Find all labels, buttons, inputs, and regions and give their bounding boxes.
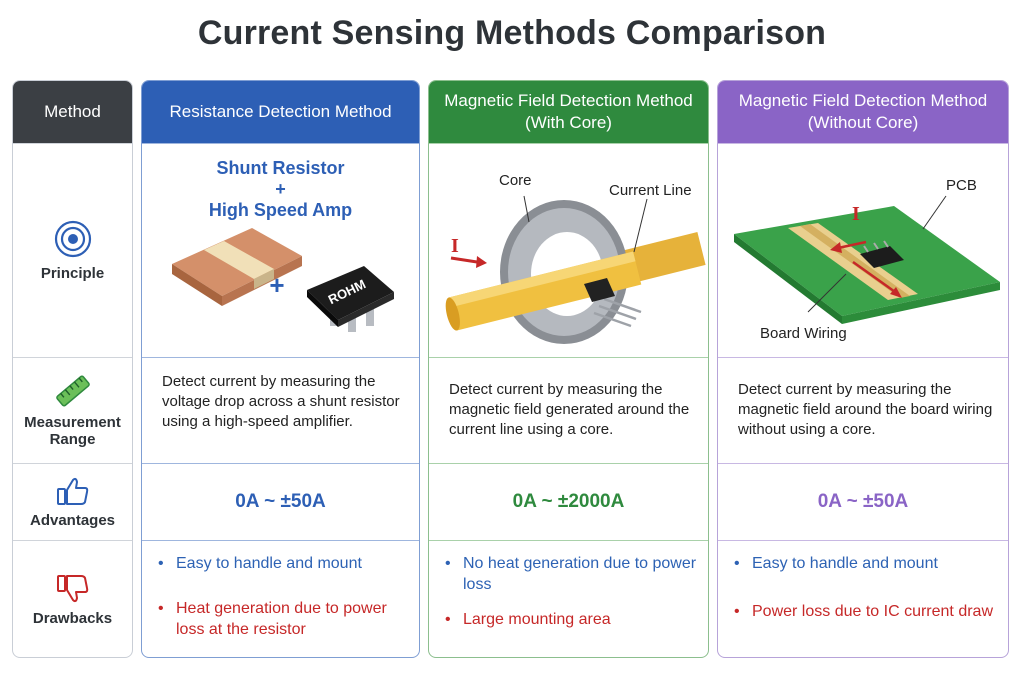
row-label-drawbacks: Drawbacks xyxy=(13,540,132,657)
column-header: Magnetic Field Detection Method (Without… xyxy=(718,81,1008,143)
principle-description: Detect current by measuring the magnetic… xyxy=(718,357,1008,463)
method-column: Method Principle Measurement Range Ad xyxy=(12,80,133,658)
advantage-item: Easy to handle and mount xyxy=(158,553,411,574)
column-magnetic-with-core: Magnetic Field Detection Method (With Co… xyxy=(428,80,709,658)
principle-illustration: I Core Current Line xyxy=(429,143,708,357)
current-symbol: I xyxy=(852,203,860,225)
drawbacks-cell: No heat generation due to power loss Lar… xyxy=(429,540,708,657)
shunt-title: Shunt Resistor + High Speed Amp xyxy=(208,158,353,220)
shunt-resistor-illustration: + ROHM xyxy=(172,228,394,332)
column-header: Resistance Detection Method xyxy=(142,81,419,143)
principle-illustration: Shunt Resistor + High Speed Amp + xyxy=(142,143,419,357)
drawbacks-cell: Easy to handle and mount Power loss due … xyxy=(718,540,1008,657)
principle-description: Detect current by measuring the voltage … xyxy=(142,357,419,463)
measurement-range-label: Measurement Range xyxy=(24,413,121,448)
drawbacks-label: Drawbacks xyxy=(32,609,113,627)
board-wiring-label: Board Wiring xyxy=(760,325,847,342)
measurement-range-value: 0A ~ ±50A xyxy=(718,463,1008,540)
advantage-item: No heat generation due to power loss xyxy=(445,553,700,595)
row-label-measurement-range: Measurement Range xyxy=(13,357,132,463)
row-label-advantages: Advantages xyxy=(13,463,132,540)
plus-sign: + xyxy=(269,270,284,300)
hall-sensor-image xyxy=(584,278,642,328)
measurement-range-value: 0A ~ ±50A xyxy=(142,463,419,540)
current-symbol: I xyxy=(451,235,459,257)
drawbacks-cell: Easy to handle and mount Heat generation… xyxy=(142,540,419,657)
drawback-item: Large mounting area xyxy=(445,609,700,630)
principle-illustration: I PCB Board Wiring xyxy=(718,143,1008,357)
drawback-item: Heat generation due to power loss at the… xyxy=(158,598,411,640)
sensor-ic-image xyxy=(860,240,904,268)
method-header: Method xyxy=(13,81,132,143)
drawback-item: Power loss due to IC current draw xyxy=(734,601,1000,622)
advantages-label: Advantages xyxy=(29,511,116,529)
current-line-label: Current Line xyxy=(609,182,692,199)
core-illustration: I Core Current Line xyxy=(445,172,706,344)
pcb-illustration: I PCB Board Wiring xyxy=(734,177,1000,342)
ruler-icon xyxy=(55,375,90,406)
page-title: Current Sensing Methods Comparison xyxy=(197,14,827,52)
shunt-resistor-image xyxy=(172,228,302,306)
principle-label: Principle xyxy=(40,265,105,282)
core-label: Core xyxy=(499,172,532,189)
column-magnetic-without-core: Magnetic Field Detection Method (Without… xyxy=(717,80,1009,658)
thumbs-up-icon xyxy=(56,477,88,505)
column-resistance-detection: Resistance Detection Method Shunt Resist… xyxy=(141,80,420,658)
amp-ic-image: ROHM xyxy=(307,266,394,332)
measurement-range-value: 0A ~ ±2000A xyxy=(429,463,708,540)
column-header: Magnetic Field Detection Method (With Co… xyxy=(429,81,708,143)
principle-description: Detect current by measuring the magnetic… xyxy=(429,357,708,463)
pcb-label: PCB xyxy=(946,177,977,194)
target-icon xyxy=(54,220,91,258)
row-label-principle: Principle xyxy=(13,143,132,357)
advantage-item: Easy to handle and mount xyxy=(734,553,1000,574)
thumbs-down-icon xyxy=(56,574,88,602)
